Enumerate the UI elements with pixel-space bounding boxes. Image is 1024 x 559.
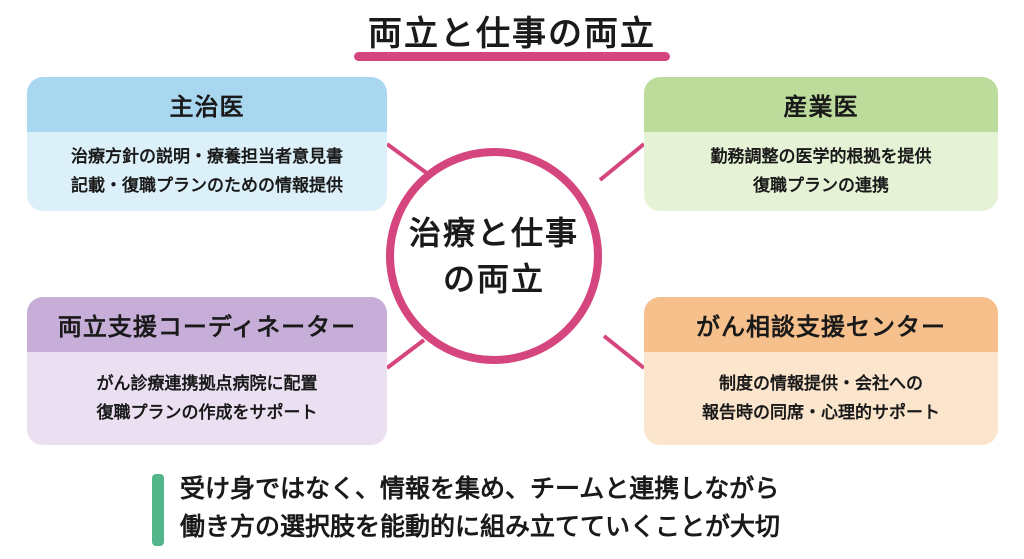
footer-text: 受け身ではなく、情報を集め、チームと連携しながら 働き方の選択肢を能動的に組み立… [180,470,780,546]
box-occupational-doctor: 産業医 勤務調整の医学的根拠を提供 復職プランの連携 [644,77,998,211]
box-line: 報告時の同席・心理的サポート [702,402,940,423]
connector-coordinator [385,338,426,370]
box-title: 両立支援コーディネーター [27,297,387,352]
connector-cancer-center [602,334,646,370]
footer-line-2: 働き方の選択肢を能動的に組み立てていくことが大切 [180,512,781,541]
box-title: 主治医 [27,77,387,132]
title-container: 両立と仕事の両立 [0,6,1024,61]
hub-line-1: 治療と仕事 [408,214,579,252]
box-line: がん診療連携拠点病院に配置 [96,373,318,394]
box-line: 復職プランの連携 [753,175,889,196]
center-hub: 治療と仕事 の両立 [386,148,602,364]
box-body: 勤務調整の医学的根拠を提供 復職プランの連携 [644,132,998,211]
page-title-text: 両立と仕事の両立 [368,14,656,54]
box-line: 勤務調整の医学的根拠を提供 [710,146,932,167]
box-body: 制度の情報提供・会社への 報告時の同席・心理的サポート [644,352,998,445]
box-title: 産業医 [644,77,998,132]
connector-occupational [598,142,646,182]
box-title: がん相談支援センター [644,297,998,352]
box-line: 記載・復職プランのための情報提供 [71,175,343,196]
page-title: 両立と仕事の両立 [354,6,670,61]
box-line: 復職プランの作成をサポート [96,402,318,423]
box-body: 治療方針の説明・療養担当者意見書 記載・復職プランのための情報提供 [27,132,387,211]
connector-doctor [385,142,430,176]
box-line: 制度の情報提供・会社への [719,373,923,394]
box-line: 治療方針の説明・療養担当者意見書 [71,146,343,167]
footer-accent-bar [152,474,164,546]
hub-line-2: の両立 [442,260,545,298]
title-underline [354,52,670,61]
box-attending-doctor: 主治医 治療方針の説明・療養担当者意見書 記載・復職プランのための情報提供 [27,77,387,211]
box-support-coordinator: 両立支援コーディネーター がん診療連携拠点病院に配置 復職プランの作成をサポート [27,297,387,445]
box-body: がん診療連携拠点病院に配置 復職プランの作成をサポート [27,352,387,445]
footer-line-1: 受け身ではなく、情報を集め、チームと連携しながら [180,474,780,503]
footer-message: 受け身ではなく、情報を集め、チームと連携しながら 働き方の選択肢を能動的に組み立… [152,470,912,550]
box-cancer-support-center: がん相談支援センター 制度の情報提供・会社への 報告時の同席・心理的サポート [644,297,998,445]
